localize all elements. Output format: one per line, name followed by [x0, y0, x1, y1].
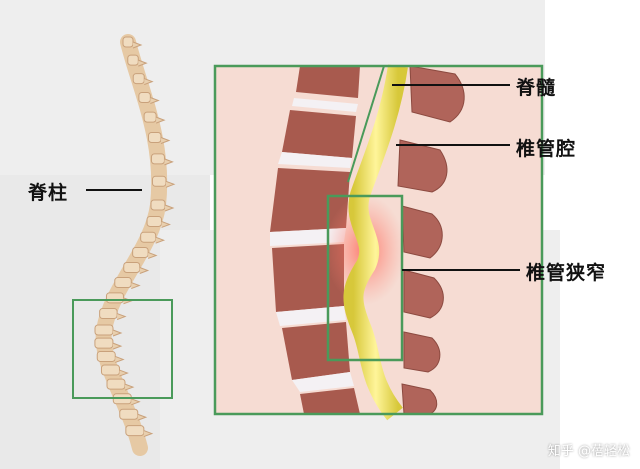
spinous-process: [112, 329, 123, 337]
stenosis-box: [326, 194, 404, 362]
spinous-process: [138, 59, 148, 67]
spinous-process: [160, 137, 171, 144]
vertebra: [122, 36, 134, 48]
spinous-process: [116, 313, 127, 321]
spinous-process: [155, 236, 166, 244]
vertebra: [150, 153, 165, 165]
vertebra: [114, 277, 132, 289]
vertebra: [151, 175, 167, 187]
vertebra: [105, 292, 124, 304]
spinous-process: [164, 204, 175, 212]
vertebra: [106, 378, 126, 390]
detail-panel: [213, 64, 544, 421]
vertebra: [94, 324, 114, 336]
vertebra: [143, 111, 157, 123]
leader-lines: [86, 84, 520, 271]
vertebra: [146, 215, 163, 227]
vertebra: [138, 92, 151, 104]
spinous-process: [119, 369, 129, 377]
vertebra: [100, 364, 120, 376]
vertebra: [150, 199, 166, 211]
spinous-process: [155, 116, 166, 124]
label-spine: 脊柱: [28, 182, 69, 204]
canal-outline: [347, 65, 385, 183]
spinous-process: [164, 158, 174, 166]
spinous-process: [150, 97, 160, 104]
label-spinal-cord: 脊髓: [516, 77, 557, 99]
spinous-process: [143, 430, 154, 438]
spinous-process: [144, 78, 154, 86]
vertebra: [96, 350, 116, 362]
detail-frame: [213, 64, 544, 416]
vertebra: [94, 337, 114, 349]
spinal-cord: [343, 64, 408, 421]
spinous-process: [132, 41, 143, 49]
vertebra: [99, 308, 118, 320]
spine-column: [94, 34, 176, 456]
spinous-process: [161, 220, 171, 228]
spine-highlight-box: [72, 299, 173, 399]
vertebra: [132, 73, 145, 85]
spinous-process: [137, 413, 148, 421]
label-spinal-canal: 椎管腔: [516, 138, 577, 160]
spinous-process: [131, 282, 141, 290]
vertebra: [125, 425, 145, 437]
vertebra: [127, 54, 139, 66]
vertebra: [123, 262, 141, 273]
vertebra: [119, 408, 139, 420]
spinous-process: [147, 251, 158, 259]
vertebra: [132, 246, 149, 258]
vertebra: [147, 132, 162, 144]
spinous-process: [115, 355, 125, 363]
posterior-processes: [397, 65, 465, 415]
spinous-process: [112, 342, 123, 350]
spinous-process: [139, 267, 150, 274]
vertebra: [140, 231, 157, 243]
spinous-process: [124, 383, 135, 391]
spinous-process: [131, 398, 141, 406]
spinous-process: [165, 180, 176, 188]
watermark: 知乎 @蓓轻松: [547, 444, 630, 459]
label-spinal-stenosis: 椎管狭窄: [526, 262, 607, 284]
